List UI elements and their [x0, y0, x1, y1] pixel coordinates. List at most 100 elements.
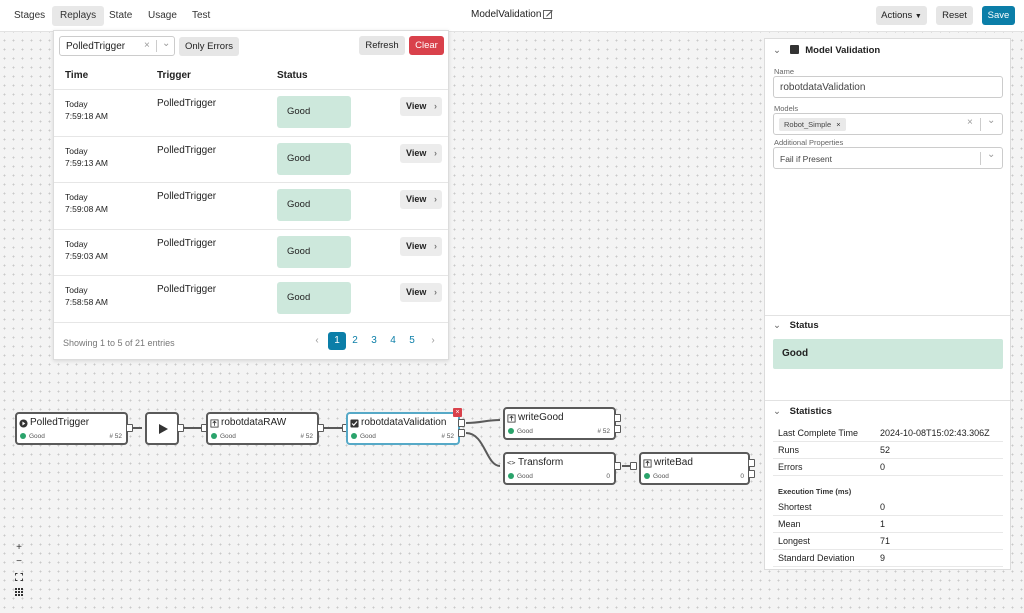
output-port[interactable]	[748, 470, 755, 478]
stat-value: 9	[880, 550, 885, 567]
stat-row: Standard Deviation 9	[773, 550, 1003, 567]
output-port[interactable]	[614, 425, 621, 433]
output-port[interactable]	[317, 424, 324, 432]
stat-key: Longest	[778, 533, 810, 550]
additional-properties-value: Fail if Present	[780, 154, 832, 164]
chevron-right-icon: ›	[434, 283, 437, 302]
chevron-down-icon: ⌄	[773, 320, 781, 331]
view-button-label: View	[406, 241, 426, 251]
stat-value: 52	[880, 442, 890, 459]
view-button-label: View	[406, 287, 426, 297]
section-divider	[765, 400, 1010, 401]
output-port[interactable]	[458, 419, 465, 427]
chevron-left-icon[interactable]: ‹	[308, 332, 326, 350]
status-header[interactable]: ⌄ Status	[773, 320, 819, 331]
close-icon[interactable]: ×	[836, 120, 840, 129]
node-count: 0	[740, 473, 744, 480]
close-icon[interactable]: ×	[967, 117, 973, 128]
name-label: Name	[774, 67, 794, 76]
zoom-in-button[interactable]: +	[14, 542, 24, 553]
view-button[interactable]: View ›	[400, 144, 442, 163]
row-day: Today	[65, 239, 88, 249]
chevron-down-icon[interactable]: ⌄	[987, 115, 995, 126]
table-row: Today7:59:13 AM PolledTrigger Good View›	[54, 136, 448, 183]
view-button[interactable]: View›	[400, 97, 442, 116]
connector-validation-transform	[466, 433, 500, 466]
only-errors-button[interactable]: Only Errors	[179, 37, 239, 56]
fit-view-icon[interactable]	[15, 573, 23, 581]
page-1-button[interactable]: 1	[328, 332, 346, 350]
row-time-value: 7:59:08 AM	[65, 204, 108, 214]
row-status-badge: Good	[277, 143, 351, 175]
chevron-down-icon[interactable]: ⌄	[162, 38, 170, 49]
node-write-bad[interactable]: writeBad Good 0	[639, 452, 750, 485]
view-button[interactable]: View ›	[400, 283, 442, 302]
model-validation-header[interactable]: ⌄ Model Validation	[773, 45, 880, 56]
row-time: Today7:58:58 AM	[65, 284, 108, 308]
page-4-button[interactable]: 4	[384, 332, 402, 350]
status-badge: Good	[773, 339, 1003, 369]
node-transform[interactable]: <> Transform Good 0	[503, 452, 616, 485]
statistics-header[interactable]: ⌄ Statistics	[773, 406, 832, 417]
status-dot	[20, 433, 26, 439]
close-icon[interactable]: ×	[144, 40, 150, 51]
output-port[interactable]	[614, 462, 621, 470]
view-button[interactable]: View›	[400, 237, 442, 256]
row-trigger: PolledTrigger	[157, 145, 216, 156]
zoom-out-button[interactable]: −	[14, 556, 24, 567]
page-5-button[interactable]: 5	[403, 332, 421, 350]
name-field[interactable]: robotdataValidation	[773, 76, 1003, 98]
chevron-right-icon[interactable]: ›	[424, 332, 442, 350]
grid-icon[interactable]	[15, 588, 23, 596]
table-row: Today7:58:58 AM PolledTrigger Good View›	[54, 275, 448, 322]
stat-row: Shortest 0	[773, 499, 1003, 516]
row-time-value: 7:59:18 AM	[65, 111, 108, 121]
chevron-down-icon[interactable]: ⌄	[987, 149, 995, 160]
code-icon: <>	[507, 459, 516, 468]
models-select[interactable]: Robot_Simple × × ⌄	[773, 113, 1003, 135]
row-day: Today	[65, 99, 88, 109]
input-port[interactable]	[630, 462, 637, 470]
output-port[interactable]	[748, 459, 755, 467]
output-port[interactable]	[126, 424, 133, 432]
row-day: Today	[65, 146, 88, 156]
stat-key: Mean	[778, 516, 801, 533]
table-divider	[54, 322, 448, 323]
output-port[interactable]	[177, 424, 184, 432]
page-2-button[interactable]: 2	[346, 332, 364, 350]
row-trigger: PolledTrigger	[157, 238, 216, 249]
node-name: writeBad	[654, 457, 693, 468]
node-robotdata-raw[interactable]: robotdataRAW Good # 52	[206, 412, 319, 445]
stat-key: Shortest	[778, 499, 812, 516]
table-row: Today7:59:03 AM PolledTrigger Good View›	[54, 229, 448, 276]
page-3-button[interactable]: 3	[365, 332, 383, 350]
clear-button[interactable]: Clear	[409, 36, 444, 55]
additional-properties-label: Additional Properties	[774, 138, 843, 147]
node-robotdata-validation[interactable]: robotdataValidation Good # 52	[346, 412, 460, 445]
node-name: writeGood	[518, 412, 564, 423]
trigger-select[interactable]: PolledTrigger × ⌄	[59, 36, 175, 56]
replays-panel: PolledTrigger × ⌄ Only Errors Refresh Cl…	[53, 30, 449, 360]
chevron-down-icon: ⌄	[773, 406, 781, 417]
view-button-label: View	[406, 148, 426, 158]
column-header-time: Time	[65, 70, 88, 81]
node-status: Good	[29, 433, 45, 440]
view-button[interactable]: View›	[400, 190, 442, 209]
model-tag: Robot_Simple ×	[779, 118, 846, 131]
node-polled-trigger[interactable]: PolledTrigger Good # 52	[15, 412, 128, 445]
stat-key: Standard Deviation	[778, 550, 855, 567]
additional-properties-select[interactable]: Fail if Present ⌄	[773, 147, 1003, 169]
chevron-right-icon: ›	[434, 144, 437, 163]
row-time: Today 7:59:18 AM	[65, 98, 108, 122]
model-tag-label: Robot_Simple	[784, 120, 831, 129]
row-day: Today	[65, 192, 88, 202]
section-title: Model Validation	[805, 45, 880, 56]
row-status-badge: Good	[277, 282, 351, 314]
refresh-button[interactable]: Refresh	[359, 36, 405, 55]
node-play-step[interactable]	[145, 412, 179, 445]
node-write-good[interactable]: writeGood Good # 52	[503, 407, 616, 440]
row-time: Today7:59:03 AM	[65, 238, 108, 262]
delete-node-icon[interactable]: ×	[453, 408, 462, 417]
output-port[interactable]	[614, 414, 621, 422]
output-port[interactable]	[458, 429, 465, 437]
